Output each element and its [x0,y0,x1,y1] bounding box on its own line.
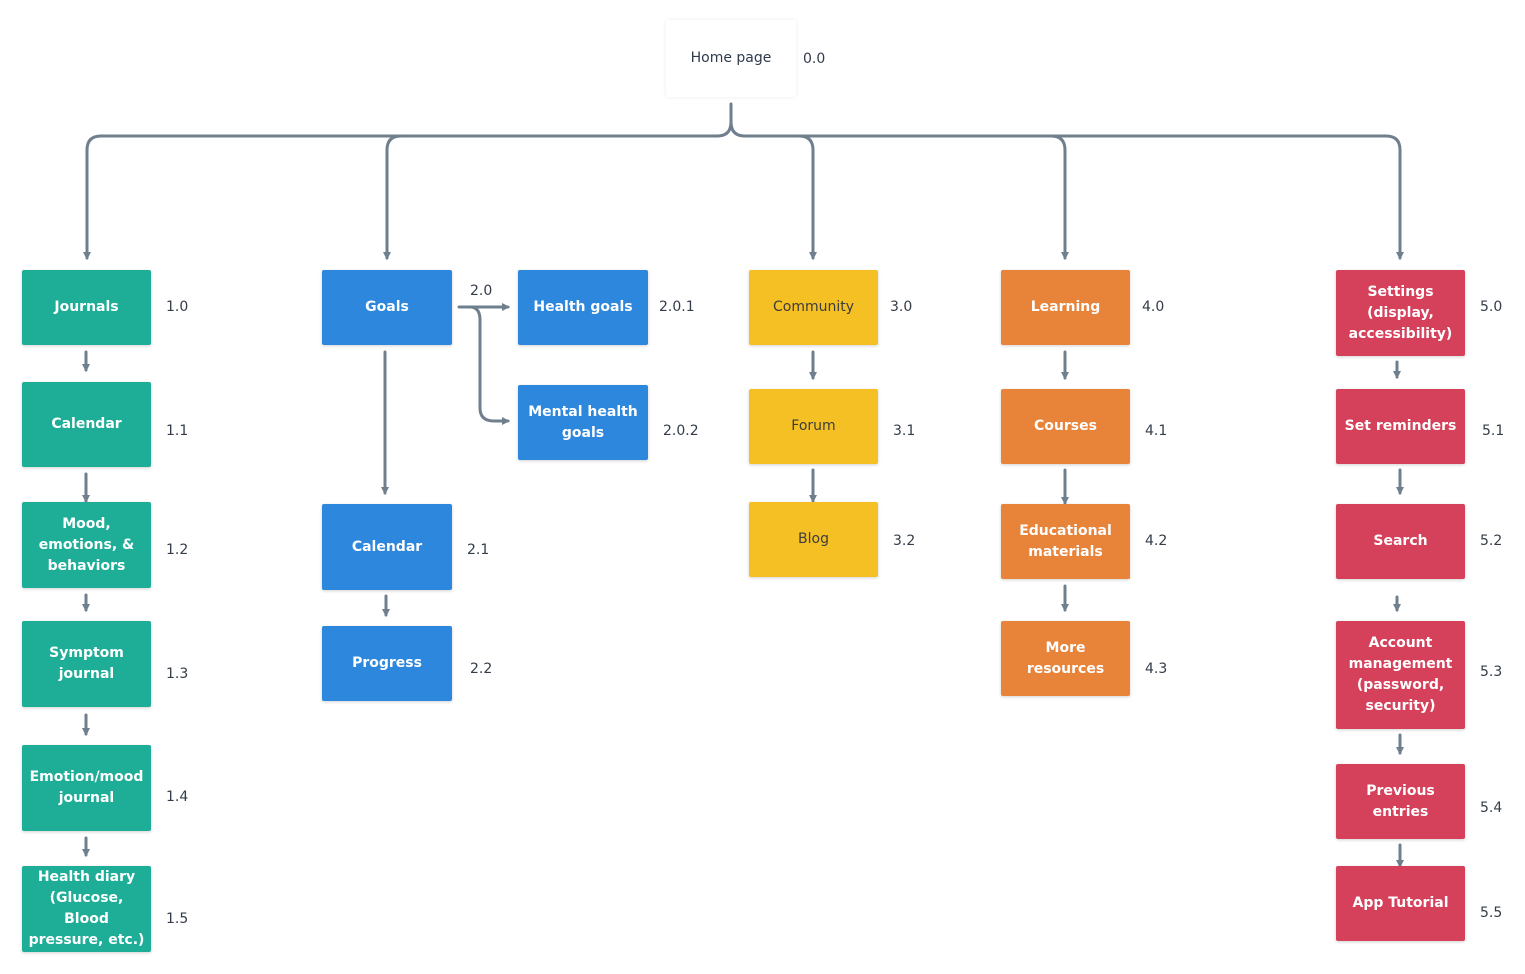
node-educational-materials[interactable]: Educational materials [1001,504,1130,579]
node-number-2-1: 2.1 [467,542,490,558]
node-number-1-1: 1.1 [166,423,189,439]
branch-connector-3 [797,134,817,260]
branch-connector-2 [383,134,403,260]
root-connector-stem [83,102,733,260]
node-number-1-0: 1.0 [166,299,189,315]
node-account-management[interactable]: Account management (password, security) [1336,621,1465,729]
node-search[interactable]: Search [1336,504,1465,579]
node-health-diary[interactable]: Health diary (Glucose, Blood pressure, e… [22,866,151,952]
node-number-2-0-2: 2.0.2 [663,423,699,439]
node-number-4-1: 4.1 [1145,423,1168,439]
node-number-1-3: 1.3 [166,666,189,682]
node-number-5-1: 5.1 [1482,423,1505,439]
node-emotion-mood-journal[interactable]: Emotion/mood journal [22,745,151,831]
node-number-4-0: 4.0 [1142,299,1165,315]
node-app-tutorial[interactable]: App Tutorial [1336,866,1465,941]
node-set-reminders[interactable]: Set reminders [1336,389,1465,464]
node-learning[interactable]: Learning [1001,270,1130,345]
node-number-2-0-1: 2.0.1 [659,299,695,315]
node-number-4-3: 4.3 [1145,661,1168,677]
node-symptom-journal[interactable]: Symptom journal [22,621,151,707]
node-calendar-goals[interactable]: Calendar [322,504,452,590]
node-previous-entries[interactable]: Previous entries [1336,764,1465,839]
node-number-5-3: 5.3 [1480,664,1503,680]
node-more-resources[interactable]: More resources [1001,621,1130,696]
node-community[interactable]: Community [749,270,878,345]
node-number-2-2: 2.2 [470,661,493,677]
node-number-1-4: 1.4 [166,789,189,805]
node-number-3-2: 3.2 [893,533,916,549]
node-number-1-5: 1.5 [166,911,189,927]
node-calendar-journals[interactable]: Calendar [22,382,151,467]
node-number-0-0: 0.0 [803,51,826,67]
node-health-goals[interactable]: Health goals [518,270,648,345]
node-forum[interactable]: Forum [749,389,878,464]
node-number-5-4: 5.4 [1480,800,1503,816]
node-mental-health-goals[interactable]: Mental health goals [518,385,648,460]
node-number-2-0: 2.0 [470,283,493,299]
node-number-1-2: 1.2 [166,542,189,558]
node-blog[interactable]: Blog [749,502,878,577]
node-goals[interactable]: Goals [322,270,452,345]
node-courses[interactable]: Courses [1001,389,1130,464]
node-number-4-2: 4.2 [1145,533,1168,549]
node-progress[interactable]: Progress [322,626,452,701]
root-connector-stem-right [729,120,1404,260]
node-journals[interactable]: Journals [22,270,151,345]
node-number-5-2: 5.2 [1480,533,1503,549]
branch-connector-4 [1049,134,1069,260]
node-mood-emotions-behaviors[interactable]: Mood, emotions, & behaviors [22,502,151,588]
node-number-5-5: 5.5 [1480,905,1503,921]
node-number-3-0: 3.0 [890,299,913,315]
node-home-page[interactable]: Home page [666,20,796,97]
node-number-3-1: 3.1 [893,423,916,439]
arrow-goals-to-mental-health-goals [468,305,510,425]
node-number-5-0: 5.0 [1480,299,1503,315]
node-settings[interactable]: Settings (display, accessibility) [1336,270,1465,356]
